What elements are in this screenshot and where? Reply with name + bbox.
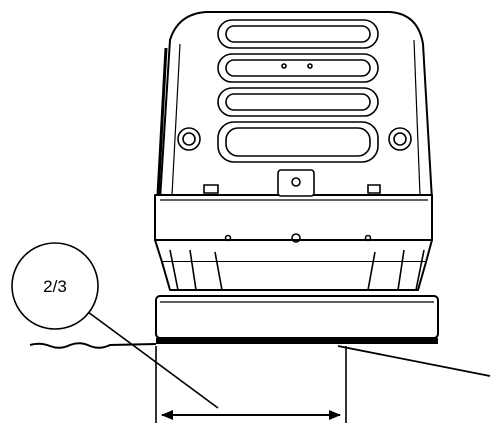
workpiece-surface <box>29 342 157 349</box>
clamp-legs <box>169 249 425 291</box>
callout-label: 2/3 <box>43 277 67 296</box>
side-screws <box>177 127 412 151</box>
vent-slots <box>217 19 379 163</box>
workpiece-slope <box>337 345 491 377</box>
front-latch <box>203 169 381 243</box>
callout-leader <box>87 311 219 409</box>
sanding-pad <box>155 295 439 344</box>
dimension-lines <box>155 346 347 423</box>
sander-body <box>154 11 433 291</box>
callout-circle <box>11 242 99 330</box>
